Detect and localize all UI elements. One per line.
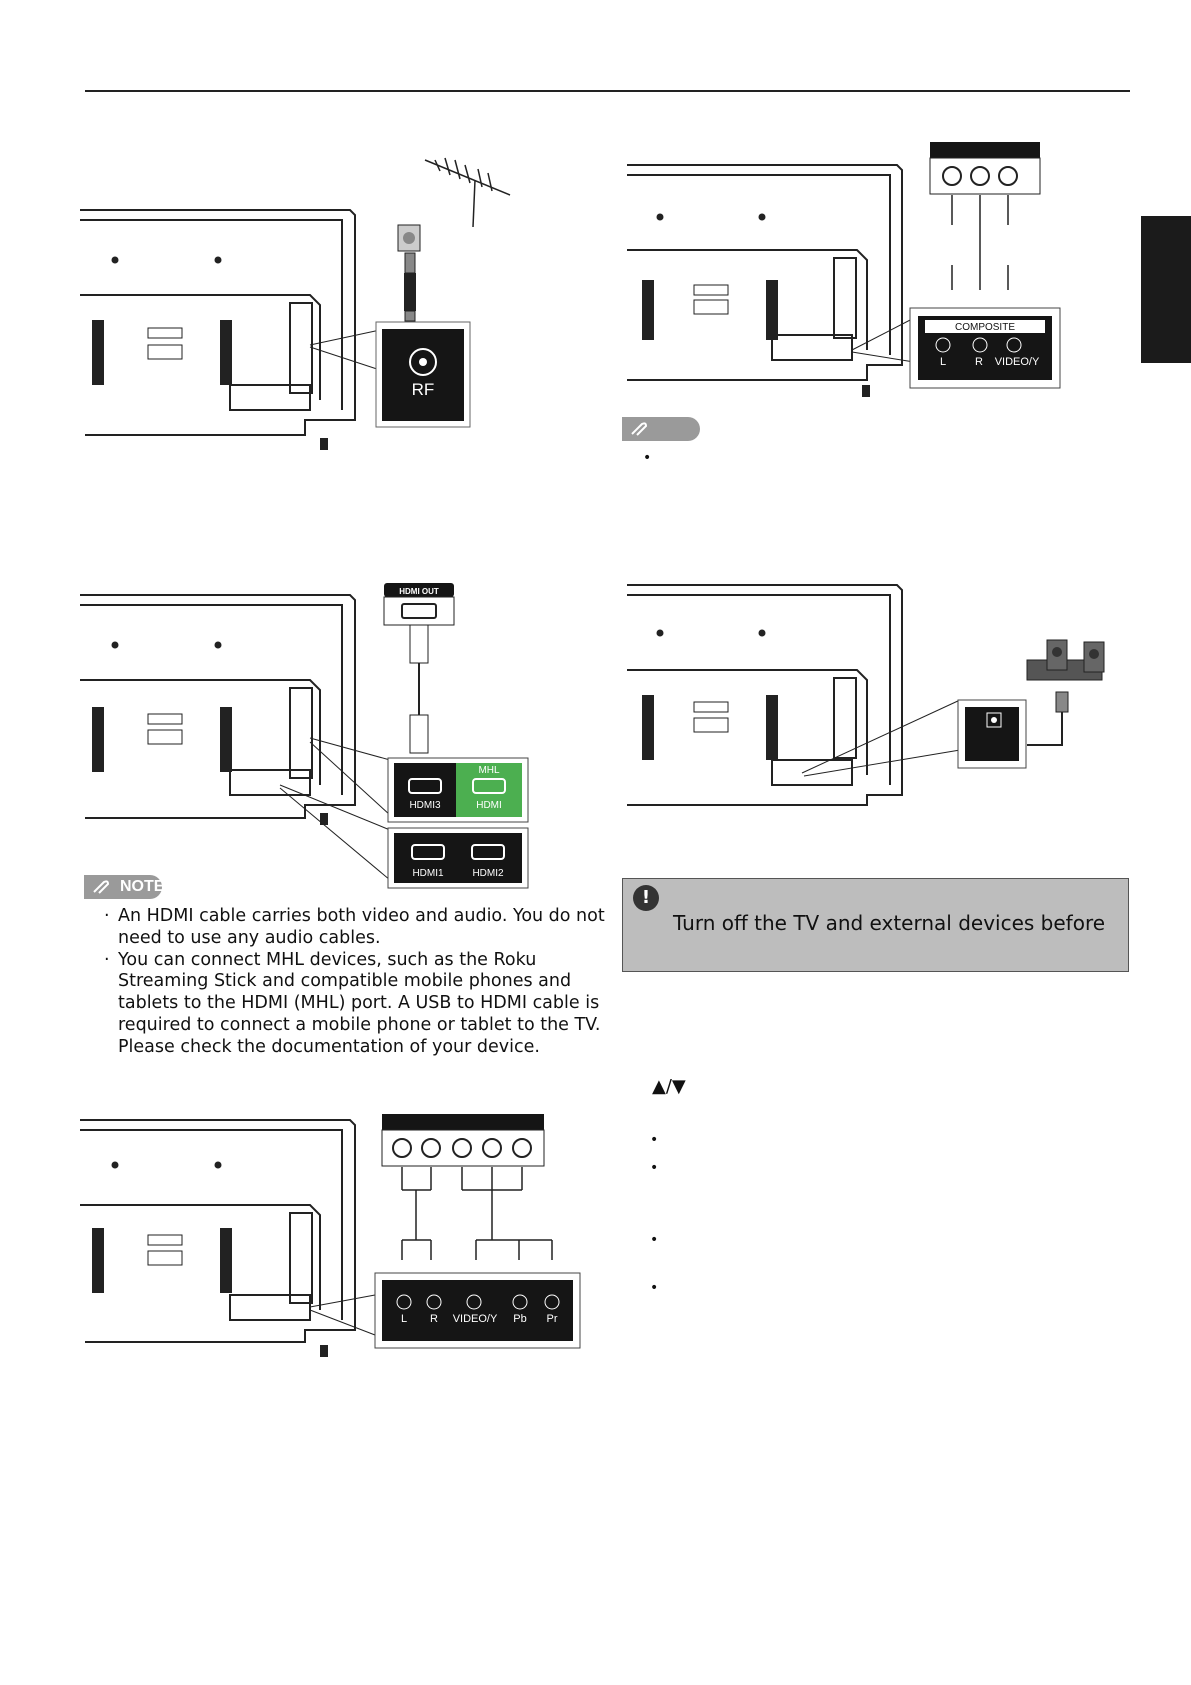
hdmi-connection-figure: HDMI OUT MHL HDMI3 HDMI HDMI1 HDMI2 [80,583,529,889]
list-bullet: • [650,1160,659,1176]
svg-text:R: R [975,356,983,368]
svg-text:HDMI: HDMI [476,800,502,811]
note-item: ·You can connect MHL devices, such as th… [104,949,601,1057]
antenna-connection-figure: RF [80,157,511,450]
tv-back-panel [80,209,356,436]
header-rule [85,90,1130,92]
caution-box: ! Turn off the TV and external devices b… [622,878,1129,972]
rf-port-label: RF [412,380,435,399]
svg-text:HDMI1: HDMI1 [412,868,444,879]
tv-back-panel-composite [627,164,903,381]
svg-text:R: R [430,1313,438,1325]
mhl-port-area [456,763,522,817]
tv-back-panel-component [80,1119,356,1343]
note-label: NOTE [120,878,165,895]
svg-text:Pr: Pr [547,1313,558,1325]
hdmi-note-badge: NOTE [84,875,165,899]
paperclip-icon [631,422,648,436]
list-bullet: • [650,1232,659,1248]
paperclip-icon [93,880,110,894]
svg-text:Pb: Pb [513,1313,526,1325]
list-bullet: • [650,1280,659,1296]
exclamation-icon: ! [633,885,659,911]
svg-text:HDMI2: HDMI2 [472,868,504,879]
caution-text: Turn off the TV and external devices bef… [673,911,1106,935]
section-tab [1141,216,1191,363]
composite-note-bullet: • [643,450,652,466]
arrow-keys-glyph: ▲/▼ [652,1076,686,1097]
antenna-icon [424,157,511,228]
hdmi-note-list: ·An HDMI cable carries both video and au… [92,906,612,1059]
svg-text:HDMI3: HDMI3 [409,800,441,811]
svg-text:L: L [940,356,946,368]
audio-connection-figure [627,584,1105,806]
composite-note-badge [622,417,700,441]
note-item: ·An HDMI cable carries both video and au… [104,906,605,948]
composite-connection-figure: COMPOSITE L R VIDEO/Y [627,142,1061,397]
svg-text:L: L [401,1313,407,1325]
svg-text:VIDEO/Y: VIDEO/Y [453,1313,498,1325]
tv-back-panel-audio [627,584,903,806]
tv-back-panel-hdmi [80,594,356,819]
svg-text:VIDEO/Y: VIDEO/Y [995,356,1040,368]
mhl-label: MHL [478,765,500,776]
component-connection-figure: L R VIDEO/Y Pb Pr [80,1114,581,1357]
composite-title: COMPOSITE [955,322,1015,333]
home-theater-icon [1026,639,1105,681]
hdmi-out-label: HDMI OUT [399,587,439,596]
list-bullet: • [650,1132,659,1148]
